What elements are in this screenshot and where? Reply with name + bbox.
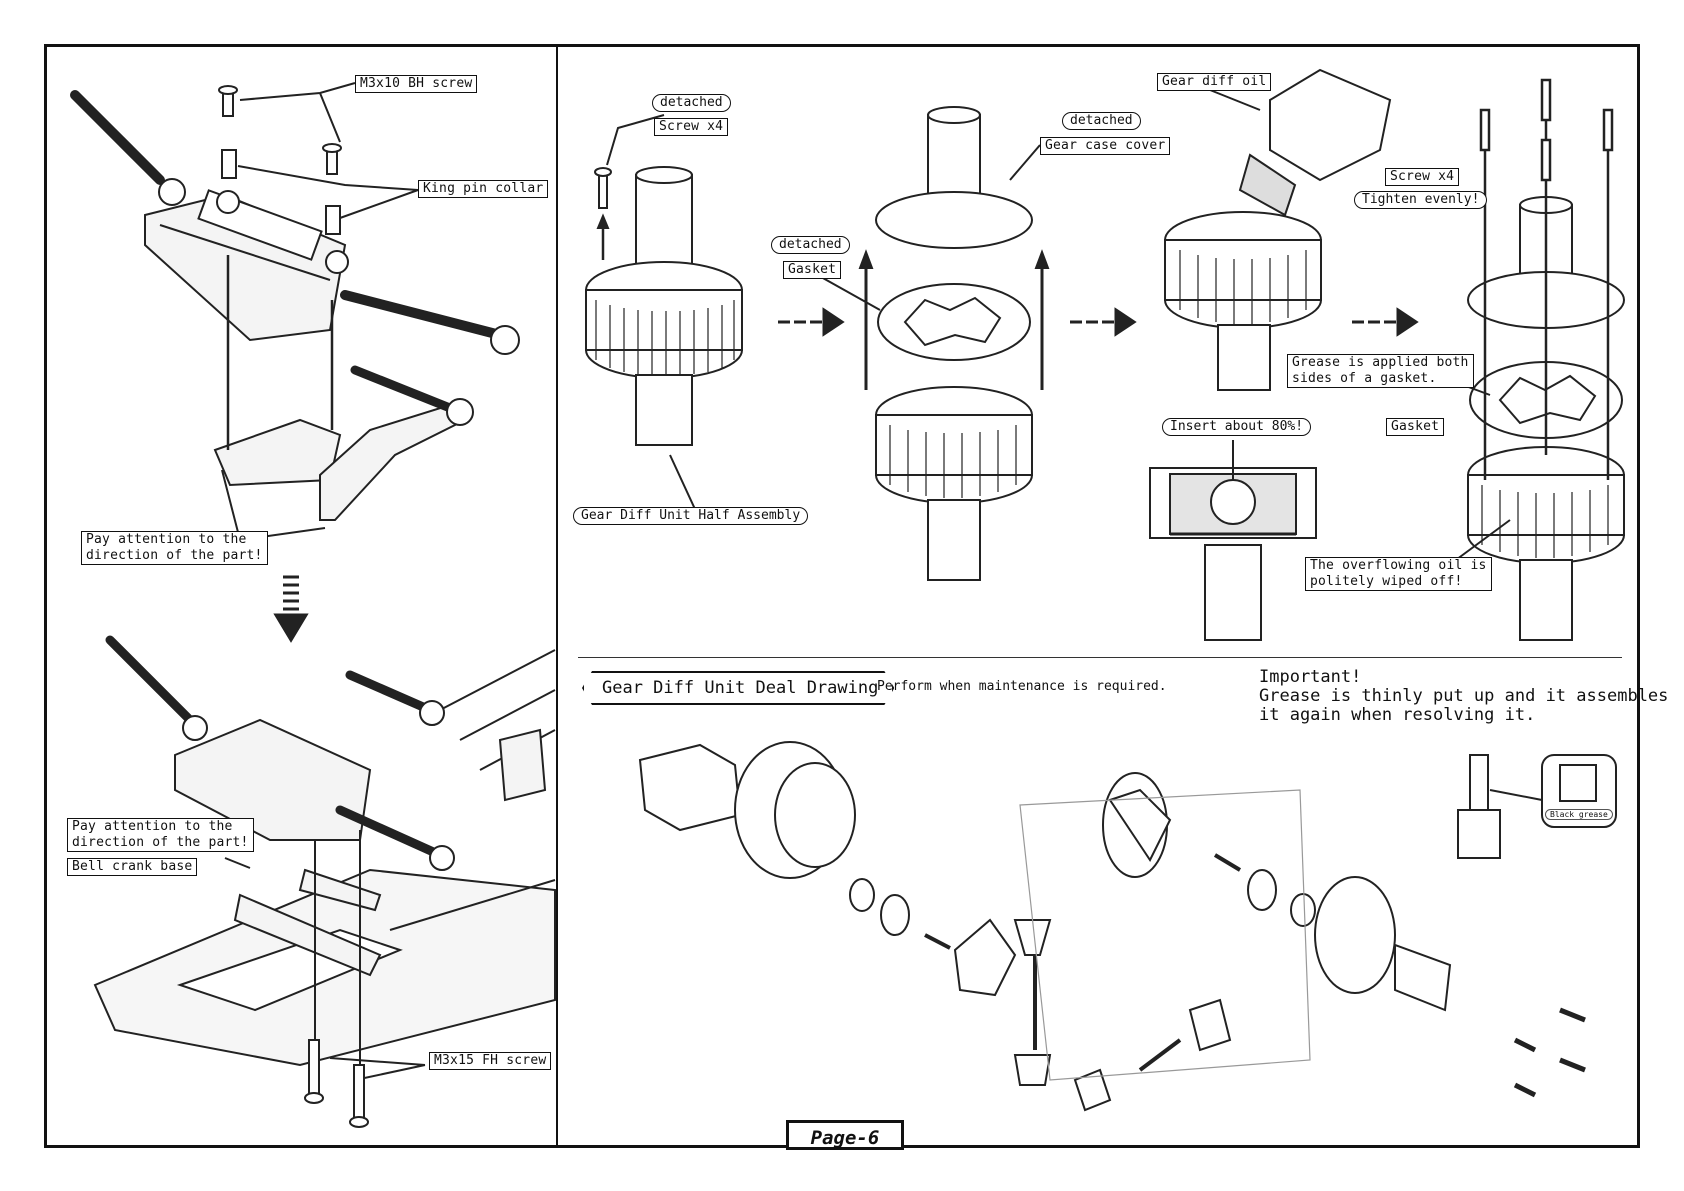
exploded-view-icon bbox=[638, 741, 1586, 1112]
attention-line-2: direction of the part! bbox=[86, 548, 263, 563]
panel-divider bbox=[556, 44, 558, 1148]
step-arrow-icon bbox=[778, 307, 1419, 337]
step1-screw-label: Screw x4 bbox=[654, 118, 729, 136]
bell-crank-base-label: Bell crank base bbox=[67, 858, 198, 876]
steering-rack-icon bbox=[144, 189, 349, 342]
important-note: Important! Grease is thinly put up and i… bbox=[1259, 668, 1668, 725]
step1-detached-label: detached bbox=[652, 94, 731, 112]
step4-screw-label: Screw x4 bbox=[1385, 168, 1460, 186]
important-line-1: Grease is thinly put up and it assembles bbox=[1259, 686, 1669, 706]
attention-note-bottom: Pay attention to the direction of the pa… bbox=[67, 818, 254, 852]
half-assembly-caption: Gear Diff Unit Half Assembly bbox=[573, 507, 809, 525]
attention-line-1: Pay attention to the bbox=[86, 532, 247, 547]
attention-line-1: Pay attention to the bbox=[72, 819, 233, 834]
m3x15-screw-label: M3x15 FH screw bbox=[429, 1052, 552, 1070]
overflow-note: The overflowing oil is politely wiped of… bbox=[1305, 557, 1492, 591]
maintenance-note: Perform when maintenance is required. bbox=[877, 679, 1167, 694]
black-grease-label: Black grease bbox=[1545, 809, 1613, 820]
important-line-2: it again when resolving it. bbox=[1259, 705, 1536, 725]
m3x10-screws-icon bbox=[218, 85, 342, 235]
gear-case-cover-label: Gear case cover bbox=[1040, 137, 1171, 155]
oil-bottle-icon bbox=[1238, 68, 1392, 217]
gasket-icon bbox=[877, 283, 1031, 361]
turnbuckle-right-icon bbox=[340, 290, 520, 355]
grease-line-2: sides of a gasket. bbox=[1292, 371, 1437, 386]
king-pin-collar-label: King pin collar bbox=[418, 180, 549, 198]
gear-diff-oil-label: Gear diff oil bbox=[1157, 73, 1272, 91]
overflow-line-1: The overflowing oil is bbox=[1310, 558, 1487, 573]
step4-screws-icon bbox=[1479, 78, 1614, 480]
gear-case-cover-icon bbox=[875, 106, 1033, 249]
turnbuckle-left-icon bbox=[70, 90, 186, 206]
m3x15-screws-icon bbox=[304, 1039, 369, 1128]
diff-half-assembly-icon bbox=[585, 166, 743, 446]
diff-gear-icon bbox=[875, 386, 1033, 581]
arrow-down-icon bbox=[273, 575, 309, 643]
attention-line-2: direction of the part! bbox=[72, 835, 249, 850]
tighten-note: Tighten evenly! bbox=[1354, 191, 1488, 209]
grease-line-1: Grease is applied both bbox=[1292, 355, 1469, 370]
page-number: Page-6 bbox=[786, 1120, 904, 1150]
step2-detached-cover-label: detached bbox=[1062, 112, 1141, 130]
overflow-line-2: politely wiped off! bbox=[1310, 574, 1463, 589]
bell-crank-icon bbox=[213, 365, 474, 521]
important-heading: Important! bbox=[1259, 667, 1362, 687]
gasket-label: Gasket bbox=[783, 261, 842, 279]
attention-note-top: Pay attention to the direction of the pa… bbox=[81, 531, 268, 565]
steering-assembly-mounted-icon bbox=[105, 635, 547, 977]
grease-gasket-note: Grease is applied both sides of a gasket… bbox=[1287, 354, 1474, 388]
section-divider bbox=[578, 657, 1622, 658]
step2-detached-gasket-label: detached bbox=[771, 236, 850, 254]
cutaway-view-icon bbox=[1149, 467, 1317, 641]
deal-drawing-title: Gear Diff Unit Deal Drawing bbox=[582, 671, 894, 705]
step4-gasket-label: Gasket bbox=[1386, 418, 1445, 436]
diff-gear-oil-icon bbox=[1164, 211, 1322, 391]
m3x10-screw-label: M3x10 BH screw bbox=[355, 75, 478, 93]
screw-icon bbox=[594, 167, 612, 260]
grease-tube-icon bbox=[1457, 754, 1617, 859]
insert-note: Insert about 80%! bbox=[1162, 418, 1312, 436]
